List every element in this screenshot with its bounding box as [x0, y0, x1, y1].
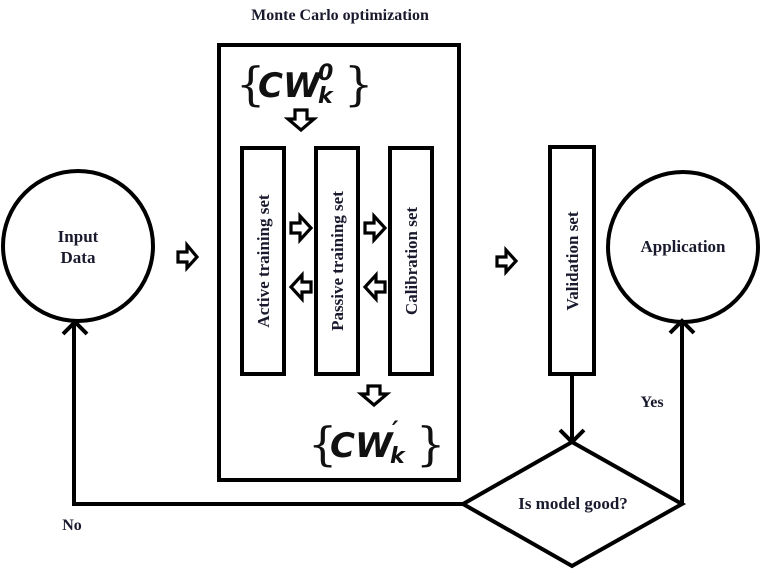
active-training-set-box: [240, 146, 286, 376]
decision-label: Is model good?: [518, 494, 628, 513]
validation-set-box: [548, 145, 596, 376]
initial-weights-label: { CW 0 k }: [236, 57, 373, 111]
input-data-node: [1, 169, 155, 323]
arrow-right-icon: [289, 211, 314, 245]
application-label: Application: [640, 237, 726, 256]
arrowhead-up-icon: [668, 318, 696, 335]
close-brace: }: [416, 417, 445, 471]
arrow-down-icon: [356, 384, 392, 408]
calibration-set-box: [388, 146, 434, 376]
diagram-title: Monte Carlo optimization: [251, 7, 429, 24]
weights-base: CW: [330, 426, 394, 466]
arrow-left-icon: [288, 270, 313, 304]
final-weights-label: { CW ′ k }: [308, 416, 445, 471]
input-data-label-line2: Data: [61, 248, 96, 267]
no-label: No: [62, 517, 82, 534]
calibration-set-label: Calibration set: [402, 207, 421, 315]
weights-superscript: ′: [392, 416, 399, 444]
input-data-label-line1: Input: [58, 227, 99, 246]
arrow-right-icon: [176, 240, 200, 273]
weights-subscript: k: [318, 84, 334, 109]
close-brace: }: [344, 57, 373, 111]
weights-base: CW: [258, 66, 322, 106]
arrow-left-icon: [362, 270, 387, 304]
open-brace: {: [236, 57, 265, 111]
arrowhead-up-icon: [61, 319, 89, 336]
validation-set-label: Validation set: [563, 211, 582, 310]
weights-superscript: 0: [318, 61, 333, 86]
decision-node: [458, 439, 687, 569]
yes-label: Yes: [640, 394, 663, 411]
weights-subscript: k: [390, 444, 406, 469]
open-brace: {: [308, 417, 337, 471]
active-training-set-label: Active training set: [254, 194, 273, 327]
passive-training-set-box: [314, 146, 360, 376]
arrow-right-icon: [363, 211, 388, 245]
arrow-down-icon: [283, 108, 319, 133]
passive-training-set-label: Passive training set: [328, 191, 347, 331]
no-edge: [72, 323, 463, 506]
arrow-right-icon: [495, 245, 519, 277]
